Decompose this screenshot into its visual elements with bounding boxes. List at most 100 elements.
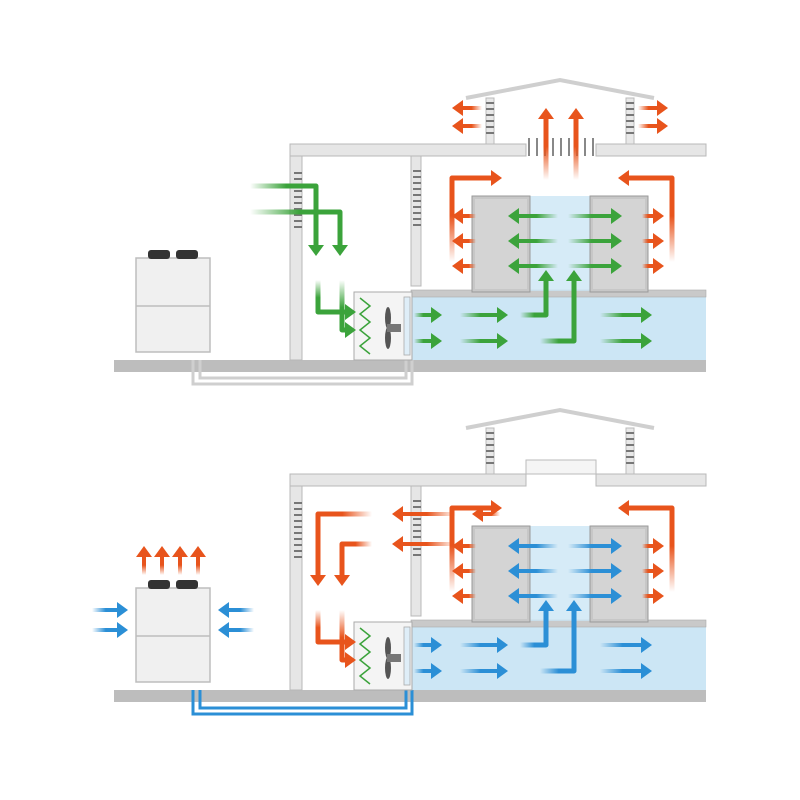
- roof-cap: [465, 407, 655, 430]
- raised-floor: [410, 619, 707, 628]
- outdoor-chiller-icon: [135, 250, 211, 353]
- airflow-arrow: [452, 233, 476, 249]
- airflow-arrow: [452, 563, 476, 579]
- airflow-arrow: [568, 233, 622, 249]
- cold-aisle: [530, 196, 590, 291]
- server-rack-icon: [471, 195, 531, 293]
- airflow-arrow: [568, 208, 622, 224]
- roof: [595, 143, 707, 157]
- fan-icon: [385, 637, 401, 679]
- airflow-arrow: [218, 602, 254, 618]
- roof-vent: [525, 459, 597, 475]
- airflow-arrow: [250, 209, 348, 256]
- airflow-arrow: [568, 538, 622, 554]
- airflow-arrow: [508, 588, 558, 604]
- outer-wall: [289, 485, 303, 691]
- airflow-arrow: [218, 622, 254, 638]
- cooling-coil-icon: [358, 297, 372, 355]
- airflow-arrow: [642, 538, 664, 554]
- airflow-arrow: [638, 118, 668, 134]
- airflow-arrow: [392, 506, 456, 522]
- airflow-arrow: [414, 333, 442, 349]
- roof-vent: [528, 138, 594, 156]
- airflow-arrow: [414, 307, 442, 323]
- server-rack-icon: [589, 525, 649, 623]
- airflow-arrow: [92, 622, 128, 638]
- airflow-arrow: [190, 546, 206, 575]
- airflow-arrow: [339, 280, 356, 338]
- raised-floor: [410, 289, 707, 298]
- coolant-pipes: [191, 345, 414, 386]
- airflow-arrow: [315, 610, 356, 650]
- ground: [114, 360, 706, 372]
- airflow-arrow: [638, 100, 668, 116]
- airflow-arrow: [568, 258, 622, 274]
- airflow-arrow: [538, 108, 554, 180]
- cold-aisle: [530, 526, 590, 621]
- cooling-unit: [353, 291, 413, 361]
- inner-wall: [410, 485, 422, 617]
- airflow-arrow: [472, 506, 500, 522]
- outer-wall: [289, 155, 303, 361]
- airflow-arrow: [154, 546, 170, 575]
- airflow-arrow: [460, 637, 508, 653]
- airflow-arrow: [449, 170, 502, 262]
- airflow-arrow: [315, 280, 356, 320]
- airflow-arrow: [452, 208, 476, 224]
- airflow-arrow: [600, 333, 652, 349]
- airflow-arrow: [600, 307, 652, 323]
- server-rack-icon: [589, 195, 649, 293]
- inner-wall: [410, 155, 422, 287]
- airflow-arrow: [414, 637, 442, 653]
- airflow-arrow: [642, 233, 664, 249]
- panel-mechanical-cooling: [92, 407, 707, 716]
- airflow-arrow: [520, 270, 554, 318]
- fan-icon: [385, 307, 401, 349]
- airflow-arrow: [460, 333, 508, 349]
- chiller-fan-icon: [148, 250, 170, 259]
- airflow-arrow: [452, 588, 476, 604]
- airflow-arrow: [508, 563, 558, 579]
- airflow-arrows: [92, 500, 675, 679]
- airflow-arrow: [568, 588, 622, 604]
- airflow-arrow: [508, 538, 558, 554]
- airflow-arrow: [508, 208, 558, 224]
- server-rack-icon: [471, 525, 531, 623]
- airflow-arrow: [460, 307, 508, 323]
- coolant-pipes: [191, 675, 414, 716]
- louver-icon: [626, 102, 634, 134]
- airflow-arrow: [392, 536, 456, 552]
- airflow-arrow: [310, 511, 372, 586]
- airflow-arrow: [618, 500, 675, 592]
- airflow-arrow: [642, 258, 664, 274]
- roof: [289, 473, 527, 487]
- airflow-arrow: [452, 118, 482, 134]
- airflow-arrow: [172, 546, 188, 575]
- louver-icon: [486, 102, 494, 134]
- airflow-arrow: [250, 183, 324, 256]
- cooling-unit: [353, 621, 413, 691]
- roof: [289, 143, 527, 157]
- louver-icon: [486, 432, 494, 464]
- roof-cap: [465, 77, 655, 100]
- airflow-arrow: [600, 663, 652, 679]
- ground: [114, 690, 706, 702]
- airflow-arrow: [568, 108, 584, 180]
- airflow-arrow: [508, 233, 558, 249]
- airflow-arrow: [540, 600, 582, 674]
- airflow-arrow: [600, 637, 652, 653]
- airflow-arrow: [452, 100, 482, 116]
- raised-floor-plenum: [411, 296, 706, 360]
- airflow-arrow: [334, 541, 372, 586]
- airflow-arrows: [250, 100, 675, 349]
- cooling-coil-icon: [358, 627, 372, 685]
- louver-icon: [294, 502, 302, 558]
- airflow-arrow: [136, 546, 152, 575]
- airflow-arrow: [339, 610, 356, 668]
- roof: [595, 473, 707, 487]
- airflow-arrow: [568, 563, 622, 579]
- airflow-arrow: [508, 258, 558, 274]
- airflow-arrow: [460, 663, 508, 679]
